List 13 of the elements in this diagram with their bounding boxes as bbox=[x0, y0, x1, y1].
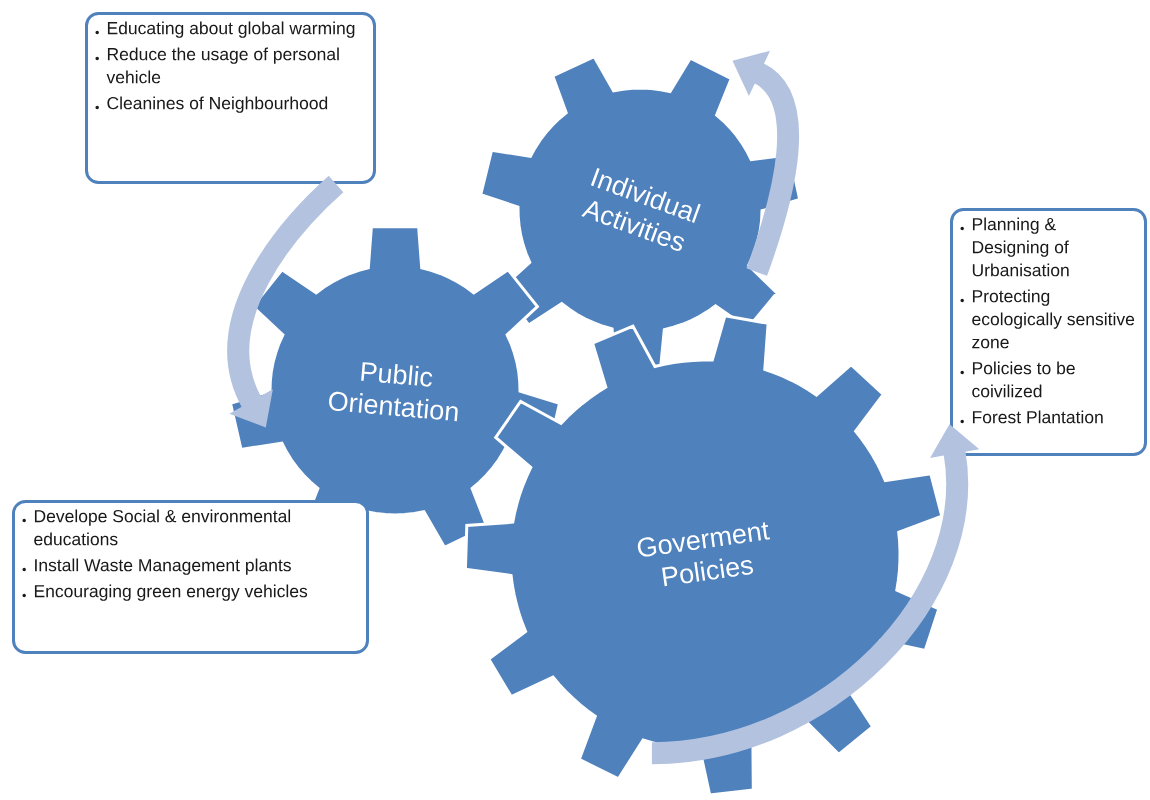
list-item: Protecting ecologically sensitive zone bbox=[960, 289, 1135, 349]
text-box bbox=[950, 208, 1147, 456]
list-item: Policies to be coivilized bbox=[960, 361, 1075, 398]
text-box bbox=[85, 12, 376, 184]
list-item: Cleanines of Neighbourhood bbox=[95, 96, 328, 113]
gear: Goverment Policies bbox=[463, 314, 944, 797]
list-item: Planning & Designing of Urbanisation bbox=[960, 217, 1069, 277]
list-item: Educating about global warming bbox=[95, 21, 355, 38]
list-item: Forest Plantation bbox=[960, 410, 1103, 424]
list-item: Encouraging green energy vehicles bbox=[22, 584, 308, 601]
list-item: Install Waste Management plants bbox=[22, 558, 291, 575]
text-box bbox=[12, 500, 369, 654]
list-item: Reduce the usage of personal vehicle bbox=[95, 47, 339, 84]
